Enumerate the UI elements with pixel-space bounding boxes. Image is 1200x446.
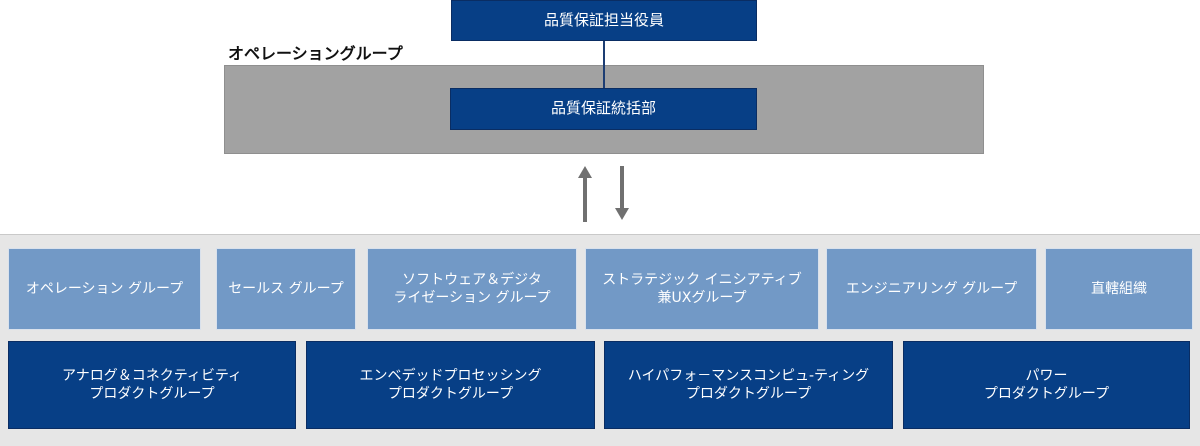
org-unit-software-label-2: ライゼーション グループ (393, 290, 551, 306)
product-group-power: パワー プロダクトグループ (903, 341, 1190, 429)
connector-line-inner (603, 65, 605, 89)
org-unit-sales-label: セールス グループ (228, 280, 344, 297)
product-group-embedded-label-2: プロダクトグループ (387, 386, 514, 402)
qa-officer-label: 品質保証担当役員 (543, 10, 664, 29)
org-unit-strategic-label-2: 兼UXグループ (657, 290, 747, 306)
product-group-analog-label-2: プロダクトグループ (89, 386, 215, 402)
operations-group-title: オペレーショングループ (228, 44, 403, 63)
product-group-embedded-processing: エンベデッドプロセッシング プロダクトグループ (306, 341, 595, 429)
org-unit-engineering-label: エンジニアリング グループ (845, 280, 1018, 297)
product-group-hpc-label-1: ハイパフォ－マンスコンピュ-ティング (627, 367, 870, 384)
bidirectional-arrows (578, 166, 629, 222)
org-unit-operations: オペレーション グループ (8, 248, 201, 330)
org-unit-software-digitalization: ソフトウェア＆デジタ ライゼーション グループ (367, 248, 577, 330)
product-group-hpc-label-2: プロダクトグループ (685, 386, 812, 402)
org-unit-engineering: エンジニアリング グループ (826, 248, 1037, 330)
org-unit-direct: 直轄組織 (1045, 248, 1193, 330)
up-arrow-icon (578, 166, 592, 222)
org-unit-sales: セールス グループ (216, 248, 356, 330)
product-group-power-label-2: プロダクトグループ (983, 386, 1110, 402)
product-group-analog-label-1: アナログ＆コネクティビティ (61, 367, 243, 384)
qa-dept-box: 品質保証統括部 (450, 88, 757, 130)
org-unit-software-label-1: ソフトウェア＆デジタ (402, 271, 542, 288)
product-group-power-label-1: パワー (1025, 367, 1068, 384)
product-group-high-performance-computing: ハイパフォ－マンスコンピュ-ティング プロダクトグループ (604, 341, 893, 429)
qa-officer-box: 品質保証担当役員 (451, 0, 757, 41)
product-group-analog-connectivity: アナログ＆コネクティビティ プロダクトグループ (8, 341, 296, 429)
org-unit-operations-label: オペレーション グループ (25, 280, 184, 297)
product-group-embedded-label-1: エンベデッドプロセッシング (359, 367, 542, 384)
org-unit-strategic-label-1: ストラテジック イニシアティブ (602, 271, 802, 288)
org-unit-strategic-initiative: ストラテジック イニシアティブ 兼UXグループ (585, 248, 819, 330)
down-arrow-icon (615, 166, 629, 220)
org-unit-direct-label: 直轄組織 (1091, 280, 1147, 297)
qa-dept-label: 品質保証統括部 (550, 99, 656, 118)
